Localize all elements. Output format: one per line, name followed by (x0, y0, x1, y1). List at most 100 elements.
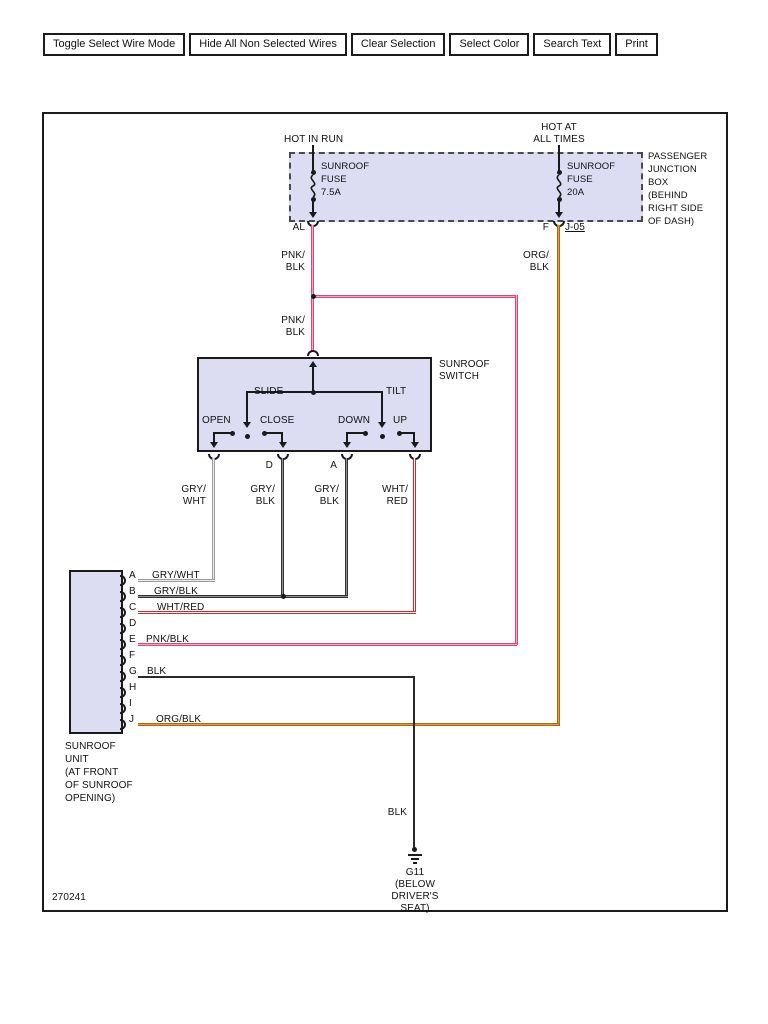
ground-dot (412, 847, 417, 852)
select-color-button[interactable]: Select Color (449, 33, 530, 56)
fuse-right-label: SUNROOF FUSE 20A (567, 161, 616, 198)
unit-pin-wire-label: WHT/RED (157, 602, 205, 613)
unit-pin-wire-label: PNK/BLK (146, 634, 189, 645)
pin-arc-icon (120, 655, 126, 666)
wire-label-blk: BLK (387, 807, 407, 818)
splice-dot (281, 594, 286, 599)
wire-blk[interactable] (413, 676, 415, 848)
arrow-down-icon (378, 422, 386, 428)
up-label: UP (393, 415, 408, 426)
wire-org-blk[interactable] (138, 723, 559, 726)
sheet-id: 270241 (52, 892, 86, 903)
sunroof-switch-label: SUNROOF SWITCH (439, 359, 490, 382)
search-text-button[interactable]: Search Text (533, 33, 612, 56)
hot-in-run-label: HOT IN RUN (284, 134, 344, 145)
down-out-line (346, 432, 348, 444)
down-contact-line (346, 432, 365, 434)
wire-gry-wht[interactable] (212, 458, 215, 582)
wire-label-gry-blk: GRY/ BLK (250, 484, 275, 507)
fuse-left-lead-top (312, 145, 314, 171)
passenger-junction-box (289, 152, 643, 222)
pin-arc-icon (120, 687, 126, 698)
wire-label-wht-red: WHT/ RED (382, 484, 408, 507)
wire-blk[interactable] (138, 676, 415, 678)
switch-pin-a-label: A (330, 460, 337, 471)
wire-pnk-blk[interactable] (138, 643, 517, 646)
pin-al-label: AL (292, 222, 305, 233)
down-contact-dot (363, 431, 368, 436)
connector-arc-icon (307, 350, 319, 356)
wire-gry-wht[interactable] (138, 579, 215, 582)
fuse-left-element (310, 175, 316, 197)
pin-arc-icon (120, 607, 126, 618)
wire-gry-blk[interactable] (281, 458, 284, 598)
ground-label: G11 (BELOW DRIVER'S SEAT) (391, 867, 439, 914)
fuse-left-arrow-icon (309, 212, 317, 218)
unit-pin-letter: G (129, 666, 137, 677)
wire-wht-red[interactable] (138, 611, 416, 614)
up-contact-line (399, 432, 415, 434)
slide-arm-line (246, 391, 248, 424)
wire-pnk-blk[interactable] (311, 295, 517, 298)
ground-icon (411, 858, 419, 860)
unit-pin-letter: E (129, 634, 136, 645)
arrow-up-icon (309, 361, 317, 367)
fuse-right-element (556, 175, 562, 197)
wire-label-pnk-blk: PNK/ BLK (281, 250, 305, 273)
wire-gry-blk[interactable] (345, 458, 348, 598)
wire-wht-red[interactable] (413, 458, 416, 614)
sunroof-unit-label: SUNROOF UNIT (AT FRONT OF SUNROOF OPENIN… (65, 741, 133, 804)
pin-f-label: F (542, 222, 549, 233)
unit-pin-wire-label: ORG/BLK (156, 714, 202, 725)
wire-pnk-blk[interactable] (311, 225, 314, 351)
unit-pin-letter: I (129, 698, 132, 709)
pin-arc-icon (120, 575, 126, 586)
pin-arc-icon (120, 719, 126, 730)
connector-ref-j05[interactable]: J-05 (565, 222, 585, 233)
wire-org-blk[interactable] (557, 225, 560, 726)
fuse-right-arrow-icon (555, 212, 563, 218)
fuse-right-lead-top (558, 145, 560, 171)
toggle-select-wire-mode-button[interactable]: Toggle Select Wire Mode (43, 33, 186, 56)
wire-gry-blk[interactable] (138, 595, 348, 598)
fuse-right-dot-top (557, 170, 562, 175)
wiring-diagram-canvas: HOT IN RUN HOT AT ALL TIMES PASSENGER JU… (42, 112, 728, 914)
print-button[interactable]: Print (615, 33, 658, 56)
arrow-down-icon (243, 422, 251, 428)
switch-pin-d-label: D (265, 460, 273, 471)
unit-pin-letter: D (129, 618, 137, 629)
clear-selection-button[interactable]: Clear Selection (350, 33, 446, 56)
unit-pin-letter: F (129, 650, 136, 661)
unit-pin-letter: B (129, 586, 136, 597)
ground-icon (408, 854, 422, 856)
arrow-down-icon (210, 442, 218, 448)
switch-bus-line (246, 391, 383, 393)
wire-label-org-blk: ORG/ BLK (523, 250, 549, 273)
unit-pin-wire-label: GRY/BLK (154, 586, 198, 597)
fuse-left-dot-top (311, 170, 316, 175)
sunroof-unit-box (69, 570, 123, 734)
sunroof-switch-box (197, 357, 432, 452)
ground-icon (413, 862, 417, 864)
switch-feed-line (312, 366, 314, 393)
toolbar: Toggle Select Wire Mode Hide All Non Sel… (43, 33, 658, 56)
open-contact-line (213, 432, 232, 434)
pin-arc-icon (120, 623, 126, 634)
pin-arc-icon (120, 703, 126, 714)
wire-pnk-blk[interactable] (515, 295, 518, 645)
open-contact-dot (230, 431, 235, 436)
pin-arc-icon (120, 591, 126, 602)
splice-dot (311, 294, 316, 299)
wire-label-gry-blk: GRY/ BLK (314, 484, 339, 507)
arrow-down-icon (411, 442, 419, 448)
unit-pin-letter: H (129, 682, 137, 693)
down-label: DOWN (338, 415, 371, 426)
slide-contact-dot (245, 434, 250, 439)
fuse-left-label: SUNROOF FUSE 7.5A (321, 161, 370, 198)
hide-non-selected-wires-button[interactable]: Hide All Non Selected Wires (189, 33, 347, 56)
arrow-down-icon (279, 442, 287, 448)
fuse-right-dot-bottom (557, 197, 562, 202)
open-label: OPEN (202, 415, 231, 426)
hot-at-all-times-label: HOT AT ALL TIMES (533, 122, 585, 145)
tilt-contact-dot (380, 434, 385, 439)
